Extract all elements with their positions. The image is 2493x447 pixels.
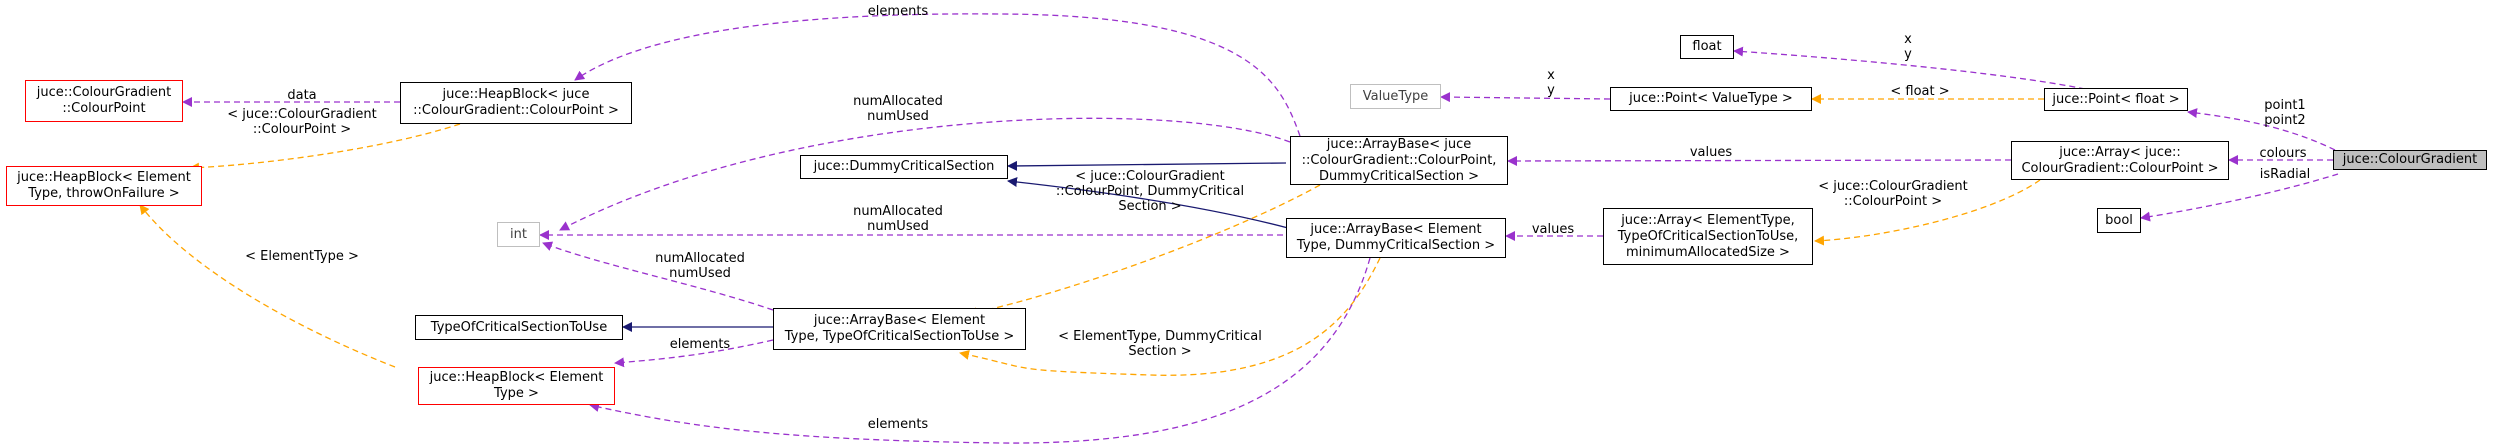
edge-point1-point2 <box>2187 108 2336 151</box>
node-valuetype[interactable]: ValueType <box>1350 84 1441 109</box>
node-array-colourpoint[interactable]: juce::Array< juce:: ColourGradient::Colo… <box>2011 141 2229 180</box>
node-array-generic[interactable]: juce::Array< ElementType, TypeOfCritical… <box>1603 208 1813 265</box>
edge-inherit-dummy-mid <box>1007 177 1289 229</box>
node-float[interactable]: float <box>1680 35 1734 59</box>
label-colourpoint-template: < juce::ColourGradient ::ColourPoint > <box>1818 179 1968 209</box>
node-heapblock-element[interactable]: juce::HeapBlock< Element Type > <box>418 367 615 405</box>
node-colourgradient-colourpoint[interactable]: juce::ColourGradient ::ColourPoint <box>25 80 183 122</box>
edge-elements-top <box>574 13 1301 137</box>
label-numallocated-low: numAllocated numUsed <box>655 251 745 281</box>
edge-elementtype-dummy-template <box>959 257 1381 376</box>
node-type-of-critical-section[interactable]: TypeOfCriticalSectionToUse <box>415 315 623 340</box>
edge-x-y-valuetype <box>1440 92 1611 103</box>
label-point1-point2: point1 point2 <box>2264 98 2306 128</box>
edge-numallocated-top <box>559 117 1291 231</box>
node-heapblock-colourpoint[interactable]: juce::HeapBlock< juce ::ColourGradient::… <box>400 82 632 124</box>
edge-values-top <box>1507 155 2012 166</box>
node-point-valuetype[interactable]: juce::Point< ValueType > <box>1610 87 1812 111</box>
edge-isradial <box>2140 173 2339 222</box>
node-heapblock-throw[interactable]: juce::HeapBlock< Element Type, throwOnFa… <box>6 166 202 206</box>
label-numallocated-top: numAllocated numUsed <box>853 94 943 124</box>
label-values-top: values <box>1689 145 1733 160</box>
node-arraybase-colourpoint[interactable]: juce::ArrayBase< juce ::ColourGradient::… <box>1290 136 1508 185</box>
label-isradial: isRadial <box>2259 167 2311 182</box>
edge-colourpoint-template <box>1814 179 2041 246</box>
label-numallocated-mid: numAllocated numUsed <box>853 204 943 234</box>
node-dummy-critical-section[interactable]: juce::DummyCriticalSection <box>800 155 1008 179</box>
node-int[interactable]: int <box>497 222 540 247</box>
edge-inherit-dummy-top <box>1007 160 1287 171</box>
edge-heapblock-colourpoint-template <box>189 123 461 173</box>
label-float-template: < float > <box>1890 84 1950 99</box>
node-bool[interactable]: bool <box>2097 208 2141 233</box>
node-arraybase-generic[interactable]: juce::ArrayBase< Element Type, TypeOfCri… <box>773 308 1026 350</box>
label-elementtype-template: < ElementType > <box>245 249 359 264</box>
label-x-y-float: x y <box>1904 32 1912 62</box>
label-heapblock-colourpoint-template: < juce::ColourGradient ::ColourPoint > <box>227 107 377 137</box>
label-values-mid: values <box>1531 222 1575 237</box>
node-colour-gradient[interactable]: juce::ColourGradient <box>2333 150 2487 170</box>
label-elementtype-dummy-template: < ElementType, DummyCritical Section > <box>1058 329 1262 359</box>
edge-elements-low <box>614 339 774 368</box>
label-elements-bottom: elements <box>867 417 929 432</box>
node-point-float[interactable]: juce::Point< float > <box>2044 88 2188 111</box>
edge-elementtype-template <box>139 204 396 368</box>
label-elements-low: elements <box>669 337 731 352</box>
edge-elements-bottom <box>589 257 1371 444</box>
label-data: data <box>287 88 317 103</box>
edge-numallocated-low <box>542 241 774 311</box>
label-x-y-valuetype: x y <box>1547 68 1555 98</box>
label-colours: colours <box>2259 146 2307 161</box>
label-elements-top: elements <box>867 4 929 19</box>
label-colourpoint-dummy-template: < juce::ColourGradient ::ColourPoint, Du… <box>1055 169 1245 214</box>
node-arraybase-element-dummy[interactable]: juce::ArrayBase< Element Type, DummyCrit… <box>1286 218 1506 258</box>
